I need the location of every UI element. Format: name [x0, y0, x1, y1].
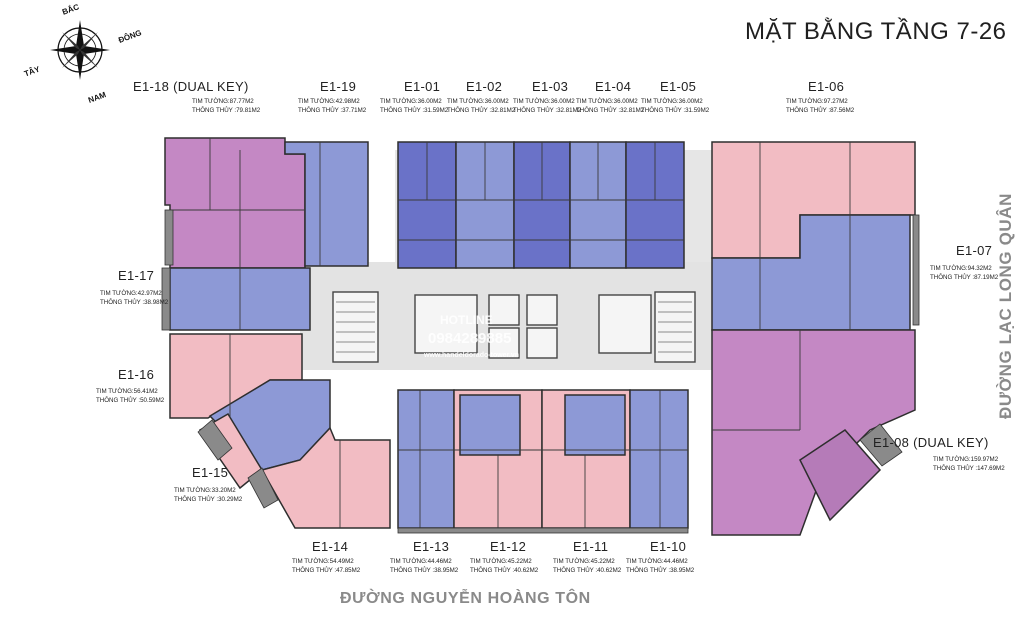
unit-name: E1-13: [413, 539, 450, 554]
unit-name: E1-02: [466, 79, 503, 94]
unit-name: E1-03: [532, 79, 569, 94]
unit-name: E1-08 (DUAL KEY): [873, 435, 989, 450]
unit-name: E1-16: [118, 367, 155, 382]
unit-name: E1-19: [320, 79, 357, 94]
unit-name: E1-18 (DUAL KEY): [133, 79, 249, 94]
unit-name: E1-10: [650, 539, 687, 554]
street-name-bottom: ĐƯỜNG NGUYỄN HOÀNG TÔN: [340, 590, 591, 607]
unit-name: E1-12: [490, 539, 527, 554]
page-title: MẶT BẰNG TẦNG 7-26: [745, 18, 1007, 45]
compass-rose-icon: [50, 20, 110, 80]
room-walls: [170, 138, 851, 528]
balconies: [161, 209, 920, 534]
unit-name: E1-17: [118, 268, 155, 283]
street-name-right: ĐƯỜNG LẠC LONG QUÂN: [996, 192, 1015, 420]
unit-name: E1-05: [660, 79, 697, 94]
units-bottom-row: [397, 389, 689, 529]
hotline-label: HOTLINE: [440, 313, 493, 327]
hotline-phone: 0984289885: [428, 330, 512, 347]
unit-name: E1-04: [595, 79, 632, 94]
unit-name: E1-14: [312, 539, 349, 554]
hotline-website: www.handeldorado-tower.vn: [424, 352, 520, 359]
unit-name: E1-11: [573, 539, 609, 554]
unit-name: E1-07: [956, 243, 993, 258]
unit-name: E1-01: [404, 79, 441, 94]
units-top-row: [397, 141, 685, 269]
units-right-cluster: [711, 141, 916, 536]
unit-name: E1-15: [192, 465, 229, 480]
unit-name: E1-06: [808, 79, 845, 94]
